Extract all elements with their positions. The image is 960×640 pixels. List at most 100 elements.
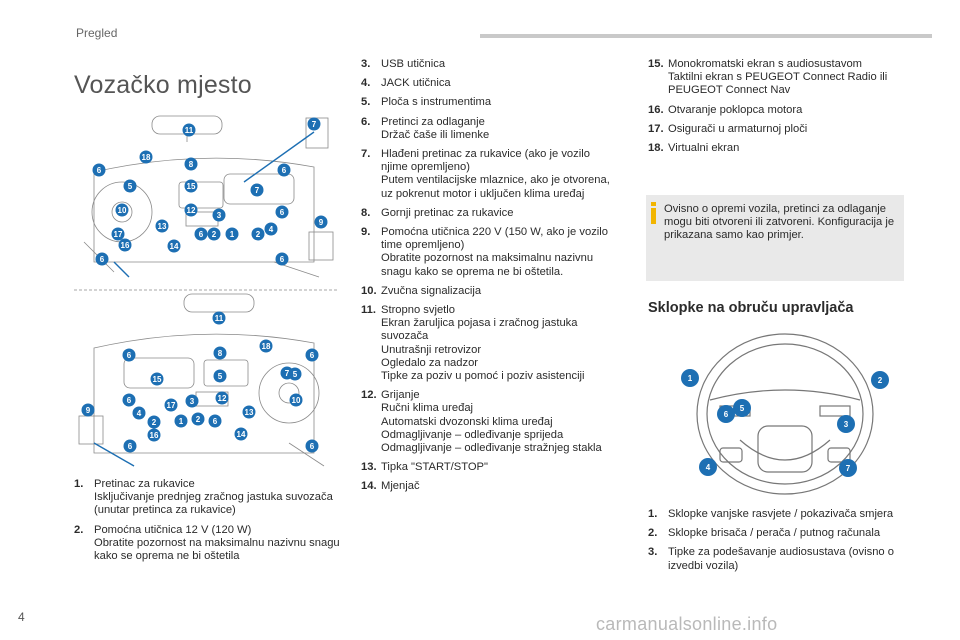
callout-number: 6 — [310, 442, 315, 451]
callout-number: 6 — [128, 442, 133, 451]
callout-badge — [213, 346, 227, 360]
callout-badge — [208, 414, 222, 428]
callout-badge — [275, 205, 289, 219]
callout-badge — [314, 215, 328, 229]
callout-number: 11 — [215, 314, 224, 323]
callout-number: 8 — [189, 160, 194, 169]
callout-badge — [147, 428, 161, 442]
legend-item-line: Odmagljivanje – odleđivanje sprijeda — [381, 428, 564, 441]
callout-badge — [212, 208, 226, 222]
callout-number: 18 — [142, 153, 151, 162]
callout-number: 2 — [212, 230, 217, 239]
callout-number: 7 — [285, 369, 290, 378]
callout-badge — [111, 227, 125, 241]
legend-item-text: Pomoćna utičnica 12 V (120 W)Obratite po… — [94, 524, 344, 564]
callout-badge — [123, 179, 137, 193]
header-bar — [480, 34, 932, 38]
legend-item-number: 9. — [361, 226, 371, 239]
callout-number: 16 — [150, 431, 159, 440]
legend-item-number: 18. — [648, 142, 664, 155]
legend-item-line: Tipke za podešavanje audiosustava (ovisn… — [668, 546, 894, 572]
legend-item-number: 4. — [361, 77, 371, 90]
legend-item-text: Osigurači u armaturnoj ploči — [668, 123, 908, 136]
legend-item-number: 5. — [361, 96, 371, 109]
info-text: Ovisno o opremi vozila, pretinci za odla… — [664, 203, 895, 242]
callout-number: 2 — [196, 415, 201, 424]
legend-item-line: Pretinci za odlaganje — [381, 115, 485, 128]
legend-column-steering: 1.Sklopke vanjske rasvjete / pokazivača … — [648, 508, 908, 579]
callout-badge — [207, 227, 221, 241]
callout-badge — [132, 406, 146, 420]
legend-item-line: Ogledalo za nadzor — [381, 356, 479, 369]
callout-badge — [717, 405, 735, 423]
callout-badge — [95, 252, 109, 266]
callout-badge — [147, 415, 161, 429]
legend-item-number: 11. — [361, 304, 376, 317]
callout-number: 6 — [97, 166, 102, 175]
callout-number: 7 — [312, 120, 317, 129]
legend-item: 9. Pomoćna utičnica 220 V (150 W, ako je … — [361, 226, 619, 279]
callout-badge — [839, 459, 857, 477]
legend-item-line: Ploča s instrumentima — [381, 96, 492, 109]
legend-item-number: 1. — [74, 478, 84, 490]
callout-badge — [212, 311, 226, 325]
callout-badge — [164, 398, 178, 412]
legend-item-line: Pomoćna utičnica 220 V (150 W, ako je vo… — [381, 226, 608, 252]
legend-item-number: 14. — [361, 480, 377, 493]
callout-badge — [118, 238, 132, 252]
legend-item-line: Držač čaše ili limenke — [381, 128, 490, 141]
callout-number: 6 — [280, 208, 285, 217]
callout-badge — [213, 369, 227, 383]
callout-number: 6 — [213, 417, 218, 426]
callout-badge — [307, 117, 321, 131]
callout-badge — [139, 150, 153, 164]
legend-item-line: Stropno svjetlo — [381, 304, 456, 317]
legend-item-line: Osigurači u armaturnoj ploči — [668, 122, 808, 135]
callout-badge — [289, 393, 303, 407]
callout-number: 14 — [170, 242, 179, 251]
legend-item-text: Tipke za podešavanje audiosustava (ovisn… — [668, 546, 908, 572]
callout-badge — [81, 403, 95, 417]
callout-badge — [699, 458, 717, 476]
legend-item-text: Zvučna signalizacija — [381, 285, 619, 298]
legend-item-line: USB utičnica — [381, 58, 446, 70]
callout-number: 17 — [167, 401, 176, 410]
steering-section-heading: Sklopke na obruču upravljača — [648, 300, 854, 316]
callout-badge — [215, 391, 229, 405]
legend-item-line: Zvučna signalizacija — [381, 284, 482, 297]
legend-item: 4.JACK utičnica — [361, 77, 619, 90]
legend-item-number: 10. — [361, 284, 377, 297]
callout-number: 15 — [187, 182, 196, 191]
callout-number: 9 — [319, 218, 324, 227]
callout-number: 5 — [740, 404, 745, 413]
legend-item-text: Ploča s instrumentima — [381, 96, 619, 109]
watermark: carmanualsonline.info — [596, 614, 778, 634]
callout-badge — [225, 227, 239, 241]
callout-badge — [234, 427, 248, 441]
legend-item-line: Taktilni ekran s PEUGEOT Connect Radio i… — [668, 71, 888, 97]
legend-item: 2.Pomoćna utičnica 12 V (120 W)Obratite … — [74, 524, 344, 564]
callout-badge — [242, 405, 256, 419]
callout-number: 1 — [179, 417, 184, 426]
callout-badge — [123, 439, 137, 453]
legend-item-line: Tipka "START/STOP" — [381, 461, 488, 474]
callout-number: 4 — [269, 225, 274, 234]
callout-number: 7 — [846, 464, 851, 473]
callout-number: 15 — [153, 375, 162, 384]
legend-item-line: Tipke za poziv u pomoć i poziv asistenci… — [381, 370, 585, 383]
callout-number: 7 — [255, 186, 260, 195]
callout-number: 3 — [844, 420, 849, 429]
legend-item: 3.Tipke za podešavanje audiosustava (ovi… — [648, 546, 908, 572]
callout-number: 1 — [230, 230, 235, 239]
callout-badge — [92, 163, 106, 177]
legend-item-number: 6. — [361, 115, 371, 128]
page-title: Vozačko mjesto — [74, 70, 252, 99]
callout-badge — [150, 372, 164, 386]
